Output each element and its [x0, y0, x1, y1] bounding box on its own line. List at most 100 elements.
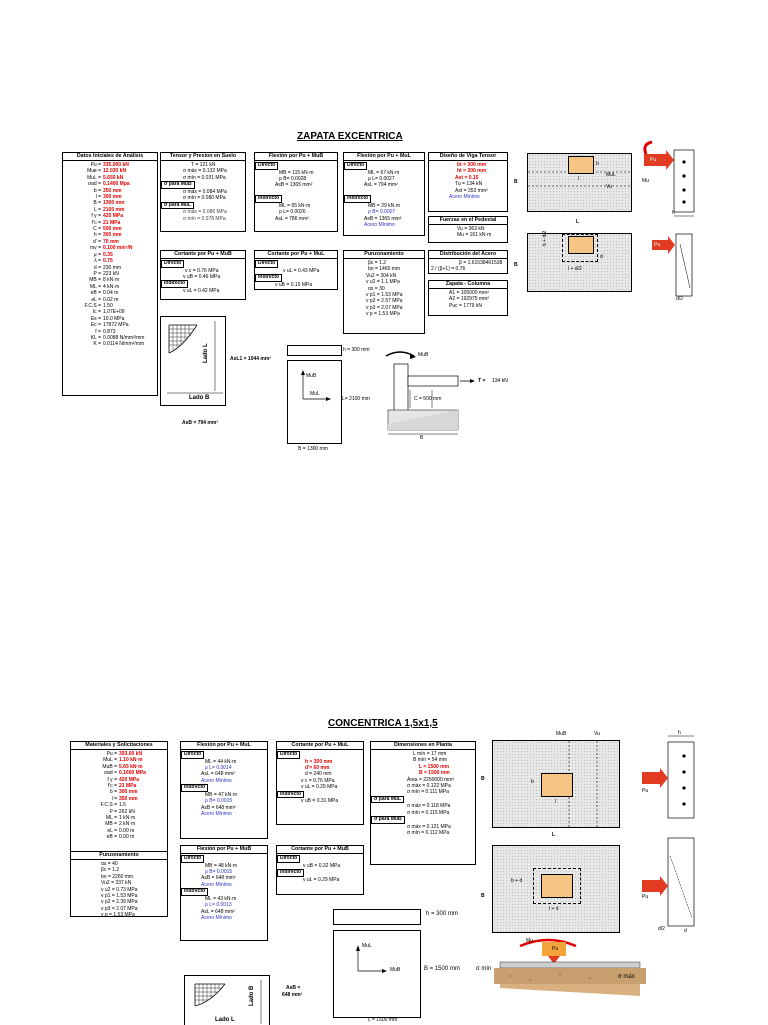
distribucion-acero-table: Distribución del Acero β = 1.61538461538… — [428, 250, 508, 274]
bot-plan-view: b l — [492, 740, 620, 828]
kv-label: σad = — [88, 181, 101, 188]
kv-value: 17872 MPa — [103, 322, 129, 329]
bcortl-r6: v uB = 0.31 MPa — [301, 798, 339, 805]
top-footing-elevation-strip — [287, 345, 342, 356]
bot-L-label: L = 1500 mm — [368, 1017, 398, 1023]
punz-row: Vu2 = 337 kN — [101, 880, 132, 887]
kv-label: λ = — [94, 258, 101, 265]
top-plan-B: B — [514, 179, 518, 185]
bflexb-r3: AsB = 648 mm² — [201, 875, 236, 882]
bcortl-header: Cortante por Pu + MuL — [277, 742, 363, 750]
kv-value: 1300 mm — [103, 200, 125, 207]
kv-row: f y =420 MPa — [73, 777, 165, 783]
kv-label: eL = — [107, 827, 117, 834]
bot-plan-vu: Vu — [594, 731, 600, 737]
cortl-r2: v uB = 0.15 MPa — [275, 281, 313, 288]
bflexl-r3: AsL = 648 mm² — [201, 771, 235, 778]
dims-r9: σ mín = 0.115 MPa — [407, 809, 450, 816]
top-plan-b: b — [596, 161, 599, 167]
flexl-r3: AsL = 794 mm² — [364, 182, 398, 189]
flexb-r6: AsL = 786 mm² — [275, 215, 309, 222]
flexb-r1: MB = 115 kN·m — [279, 169, 314, 176]
kv-label: ML = — [105, 815, 117, 822]
kv-value: 230 mm — [103, 264, 122, 271]
kv-label: MuB = — [102, 763, 117, 770]
tensor-sub-mul: σ para MuL — [161, 201, 195, 210]
punz-top-r7: v p2 = 2.57 MPa — [366, 298, 403, 305]
kv-value: 10.0 MPa — [103, 315, 125, 322]
bflexb-r7: AsL = 648 mm² — [201, 908, 235, 915]
top-ped2-pu: Pu — [654, 242, 661, 248]
top-elev-mub: MuB — [418, 352, 429, 358]
kv-value: 21 MPa — [103, 219, 121, 226]
bcortl-r5: v uL = 0.29 MPa — [301, 784, 338, 791]
bflexl-directo: Directo — [181, 751, 205, 759]
cortante-mub-bottom-table: Cortante por Pu + MuB Directo v uB = 0.3… — [276, 845, 364, 895]
top-plan-vu: Vu — [606, 184, 612, 190]
viga-r6: Acero Mínimo — [449, 194, 480, 201]
punz-row: v p = 1.53 MPa — [101, 912, 135, 917]
kv-row: σad =0.1600 MPa — [73, 770, 165, 776]
bot-plan-l: l — [555, 799, 557, 805]
flexb-directo: Directo — [255, 162, 279, 170]
kv-label: mv = — [90, 245, 101, 252]
flexl-r7: Acero Mínimo — [364, 222, 395, 229]
punz-row: v p2 = 2.39 MPa — [101, 899, 138, 906]
bcortl-r3: d = 240 mm — [305, 771, 332, 778]
dims-r3: L = 1500 mm — [419, 763, 450, 770]
kv-label: Pu = — [90, 162, 101, 168]
kv-row: MB =2 kN·m — [73, 821, 165, 827]
kv-row: ML =4 kN·m — [65, 284, 155, 290]
kv-label: ML = — [89, 283, 101, 290]
top-plan-mul-r: MuL — [606, 172, 616, 178]
bflexb-header: Flexión por Pu + MuB — [181, 846, 267, 854]
cortl-directo: Directo — [255, 260, 279, 268]
distrib-r2: 2 / (β+1) = 0.76 — [431, 266, 466, 273]
top-elev-tval: 134 kN — [492, 378, 508, 384]
kv-row: C =500 mm — [65, 226, 155, 232]
kv-label: h = — [93, 232, 101, 239]
kv-row: K =0.0114 N/mm²/mm — [65, 341, 155, 347]
fuerzas-pedestal-table: Fuerzas en el Pedestal Vu = 363 kN Mu = … — [428, 216, 508, 243]
punz-top-header: Punzonamiento — [344, 251, 424, 259]
top-column-tensor-elevation: MuB T = 134 kN C = 500 mm B — [380, 350, 520, 450]
dims-sub-mub: σ para MuB — [371, 816, 405, 824]
top-ped2-d2: d/2 — [676, 296, 683, 302]
punz-bot-header: Punzonamiento — [71, 852, 167, 860]
punz-top-r6: v p1 = 1.53 MPa — [366, 292, 403, 299]
kv-value: 0.04 m — [103, 290, 119, 297]
tensor-smin-b: σ mín = 0.080 MPa — [183, 195, 226, 202]
kv-row: P =223 kN — [65, 271, 155, 277]
top-asb-label: AsB = 794 mm² — [182, 420, 218, 426]
kv-row: MB =8 kN·m — [65, 277, 155, 283]
flexb-r2: ρ B= 0.0028 — [279, 176, 307, 182]
punzonamiento-top-table: Punzonamiento βc = 1.2 bo = 1460 mm Vu2 … — [343, 250, 425, 334]
bot-ped-h: h — [678, 730, 681, 736]
kv-row: Es =10.0 MPa — [65, 316, 155, 322]
zapcol-r3: Puc = 1779 kN — [449, 302, 482, 309]
bot-asb-label-2: 648 mm² — [282, 992, 303, 998]
kv-value: 0.0114 N/mm²/mm — [103, 341, 145, 348]
kv-value: 393.00 kN — [119, 751, 143, 757]
tensor-presion-table: Tensor y Presion en Suelo T = 121 kN σ m… — [160, 152, 246, 232]
kv-value: 1.10 kN·m — [119, 757, 143, 764]
top-plan2-B: B — [514, 262, 518, 268]
datos-header: Datos Iniciales de Análisis — [63, 153, 157, 161]
kv-label: f = — [95, 328, 101, 335]
kv-row: MuB =5.65 kN·m — [73, 764, 165, 770]
dims-r1: L mín = 17 mm — [413, 751, 447, 757]
kv-label: KL = — [90, 334, 101, 341]
kv-label: K = — [93, 341, 101, 348]
bot-h-label: h = 300 mm — [426, 911, 458, 917]
flexion-mub-bottom-table: Flexión por Pu + MuB Directo MB = 48 kN·… — [180, 845, 268, 941]
flexl-directo: Directo — [344, 162, 368, 170]
kv-row: Pu =335.000 kN — [65, 162, 155, 168]
kv-row: d =230 mm — [65, 265, 155, 271]
top-plan2-ld2: l + d/2 — [568, 266, 582, 272]
kv-label: eB = — [106, 834, 117, 841]
kv-value: 300 mm — [119, 789, 138, 796]
kv-row: MuL =5.650 kN — [65, 175, 155, 181]
dims-r11: σ mín = 0.112 MPa — [407, 830, 450, 837]
top-plan-L: L — [576, 219, 580, 225]
